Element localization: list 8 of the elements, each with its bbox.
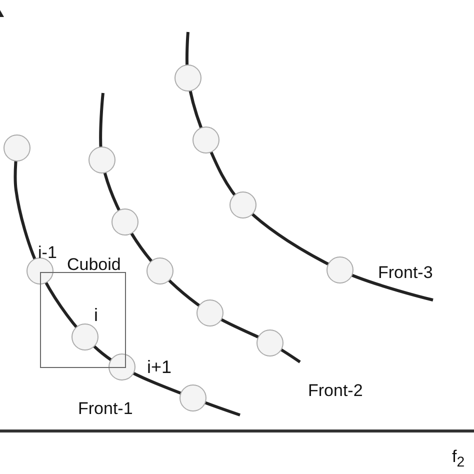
- point-label: i: [94, 306, 98, 324]
- front-label: Front-3: [378, 264, 433, 281]
- front-label: Front-1: [78, 400, 133, 417]
- cuboid-label: Cuboid: [67, 256, 121, 273]
- point-label: i-1: [38, 244, 57, 261]
- point-label: i+1: [147, 358, 172, 376]
- axis-label: f$_{2}$: [452, 448, 465, 470]
- front-label: Front-2: [308, 382, 363, 399]
